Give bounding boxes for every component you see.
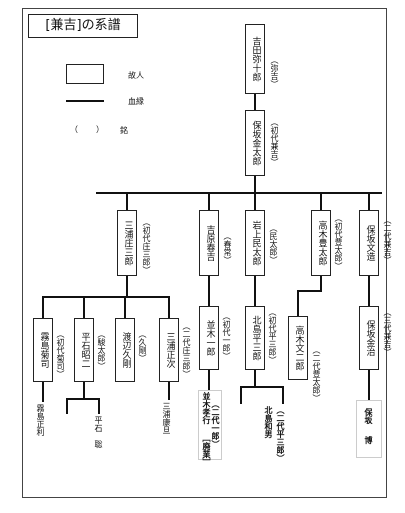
person-kitajima-heizaburo-name: 北島平三郎: [250, 315, 261, 361]
person-watanabe-box: 渡辺久剛: [115, 318, 135, 382]
person-kirishima-kikuji-box: 霧島菊司: [33, 318, 53, 382]
legend-paren-label: 銘: [120, 126, 128, 135]
legend-paren-open: （: [70, 125, 78, 134]
line-to-hiraishi: [83, 296, 85, 318]
descendant-kitajima-kazuo: 北島和男: [264, 406, 273, 438]
line-fumizo-down: [368, 276, 370, 306]
person-miura-shozaburo-name: 三浦庄三郎: [122, 220, 133, 266]
person-kirishima-kikuji-name: 霧島菊司: [38, 332, 49, 368]
descendant-hosaka-hiroshi-given: 博: [364, 436, 373, 444]
person-yoshiwara-name: 吉原春吉: [204, 225, 215, 261]
person-miura-masatsugu-box: 三浦正次: [159, 318, 179, 382]
person-hosaka-fumizo-box: 保坂文造: [359, 210, 379, 276]
line-takagi-jog: [297, 290, 322, 292]
line-kinji-down: [368, 370, 370, 400]
line-to-takagi-bunjiro: [297, 290, 299, 316]
legend-box-sample: [66, 64, 104, 84]
person-kirishima-kikuji-mei: （初代菊司）: [56, 330, 65, 378]
descendant-namiki-haigyo: ［廃業］: [202, 434, 211, 466]
line-hiraishi-bar: [66, 398, 100, 400]
person-hosaka-fumizo-name: 保坂文造: [364, 225, 375, 261]
person-kitajima-heizaburo-box: 北島平三郎: [245, 306, 265, 370]
note-namiki-box: [198, 390, 222, 460]
descendant-kirishima-masatoshi: 霧島正利: [36, 404, 45, 436]
line-namiki-down: [208, 370, 210, 390]
line-yoshiwara-down: [208, 276, 210, 306]
diagram-frame: [22, 8, 387, 498]
legend-box-label: 故人: [128, 71, 144, 80]
person-hosaka-kintaro-name: 保坂金太郎: [250, 120, 261, 166]
line-yoshida-down: [254, 94, 256, 110]
person-watanabe-name: 渡辺久剛: [120, 332, 131, 368]
line-kitajima-left: [240, 386, 242, 404]
line-to-miura-masatsugu: [168, 296, 170, 318]
descendant-namiki-note: （二代一郎）: [211, 400, 220, 448]
line-kitajima-down: [254, 370, 256, 386]
person-hosaka-kinji-name: 保坂金治: [364, 320, 375, 356]
person-takagi-toyotaro-box: 高木豊太郎: [311, 210, 331, 276]
line-kintaro-down: [254, 176, 256, 192]
line-hiraishi-left: [66, 398, 68, 414]
person-kitajima-heizaburo-mei: （初代平三郎）: [268, 308, 277, 364]
person-takagi-toyotaro-name: 高木豊太郎: [316, 220, 327, 266]
line-to-miura: [126, 192, 128, 210]
descendant-miura-yasuaki: 三浦康旦: [162, 402, 171, 434]
person-hosaka-kinji-box: 保坂金治: [359, 306, 379, 370]
line-to-hosaka-fumizo: [368, 192, 370, 210]
person-miura-shozaburo-box: 三浦庄三郎: [117, 210, 137, 276]
descendant-namiki-takayuki: 並木孝行: [202, 392, 211, 424]
descendant-hosaka-hiroshi-family: 保坂: [364, 408, 373, 424]
person-hiraishi-shoji-mei: （駿太郎）: [97, 330, 106, 370]
line-kitajima-right: [282, 386, 284, 404]
person-yoshida-box: 吉田弥十郎: [245, 24, 265, 94]
person-yoshida-name: 吉田弥十郎: [250, 36, 261, 82]
chart-title: [兼吉]の系譜: [28, 14, 138, 38]
person-namiki-ichiro-name: 並木一郎: [204, 320, 215, 356]
line-masatsugu-down: [168, 382, 170, 400]
person-yoshida-mei: （弥吉）: [270, 56, 279, 88]
person-miura-masatsugu-name: 三浦正次: [164, 332, 175, 368]
person-hosaka-kinji-mei: （三代兼吉）: [383, 308, 392, 356]
person-hiraishi-shoji-name: 平石昭二: [79, 332, 90, 368]
line-gen4-miura-bar: [42, 296, 170, 298]
person-watanabe-mei: （久剛）: [138, 330, 147, 362]
person-yoshiwara-box: 吉原春吉: [199, 210, 219, 276]
line-iwakami-down: [254, 276, 256, 306]
person-takagi-toyotaro-mei: （初代豊太郎）: [334, 214, 343, 270]
legend-line-label: 血縁: [128, 97, 144, 106]
person-namiki-ichiro-mei: （初代一郎）: [222, 312, 231, 360]
descendant-hiraishi-satoshi: 平石 聡: [94, 416, 103, 448]
line-hiraishi-down: [83, 382, 85, 398]
line-kirishima-down: [42, 382, 44, 402]
descendant-kitajima-note: （二代平三郎）: [276, 406, 285, 462]
person-iwakami-mei: （民太郎）: [269, 224, 278, 264]
note-hosaka-hiroshi-box: [356, 400, 382, 458]
person-takagi-bunjiro-box: 高木文二郎: [288, 316, 308, 380]
person-namiki-ichiro-box: 並木一郎: [199, 306, 219, 370]
person-hosaka-fumizo-mei: （二代兼吉）: [383, 216, 392, 264]
person-iwakami-box: 岩上民太郎: [245, 210, 265, 276]
person-takagi-bunjiro-name: 高木文二郎: [293, 325, 304, 371]
line-to-watanabe: [124, 296, 126, 318]
person-hiraishi-shoji-box: 平石昭二: [74, 318, 94, 382]
line-to-yoshiwara: [208, 192, 210, 210]
line-to-iwakami: [254, 192, 256, 210]
line-miura-down: [126, 276, 128, 296]
line-to-kirishima: [42, 296, 44, 318]
line-to-takagi: [320, 192, 322, 210]
legend-paren-close: ）: [96, 125, 104, 134]
line-to-hiraishi-satoshi: [98, 398, 100, 414]
person-iwakami-name: 岩上民太郎: [250, 220, 261, 266]
line-takagi-down: [320, 276, 322, 290]
line-kitajima-bar: [240, 386, 284, 388]
person-hosaka-kintaro-box: 保坂金太郎: [245, 110, 265, 176]
person-yoshiwara-mei: （春常）: [223, 232, 232, 264]
person-miura-masatsugu-mei: （二代庄三郎）: [182, 322, 191, 378]
person-takagi-bunjiro-mei: （二代豊太郎）: [312, 346, 321, 402]
legend-line-sample: [66, 100, 104, 102]
person-hosaka-kintaro-mei: （初代兼吉）: [270, 118, 279, 166]
person-miura-shozaburo-mei: （初代庄三郎）: [142, 218, 151, 274]
line-gen3-bar: [96, 192, 382, 194]
